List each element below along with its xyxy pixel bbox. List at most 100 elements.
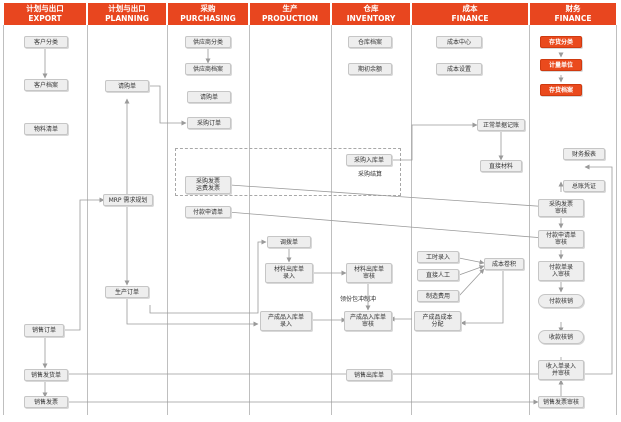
opening-balance-box[interactable]: 期初余额 xyxy=(348,63,392,75)
node-label: 计量单位 xyxy=(548,61,573,69)
node-label: 采购发票 运费发票 xyxy=(195,178,220,192)
node-label: 总账凭证 xyxy=(571,182,596,190)
node-label: 付款申请单 审核 xyxy=(545,232,576,246)
lane-divider xyxy=(249,25,250,415)
sales-outbound-box[interactable]: 销售出库单 xyxy=(346,369,392,381)
material-list-box[interactable]: 物料清单 xyxy=(24,123,68,135)
node-label: 请购单 xyxy=(117,82,136,90)
work-hours-box[interactable]: 工时录入 xyxy=(417,251,459,263)
lane-header-inventory: 仓库 INVENTORY xyxy=(332,3,410,25)
purchase-order-box[interactable]: 采购订单 xyxy=(187,117,231,129)
mrp-box[interactable]: MRP 需求规划 xyxy=(103,194,153,206)
node-label: 生产订单 xyxy=(114,288,139,296)
payment-verification-box[interactable]: 付款核销 xyxy=(538,294,584,308)
purchase-inbound-box[interactable]: 采购入库单 xyxy=(346,154,392,166)
node-label: 正常单据记账 xyxy=(482,121,519,129)
lane-title-cn: 采购 xyxy=(200,4,216,13)
node-label: 成本卷积 xyxy=(491,260,516,268)
payment-entry-audit-box[interactable]: 付款单录 入审核 xyxy=(538,261,584,281)
requisition-box[interactable]: 请购单 xyxy=(105,80,149,92)
purchase-invoice-box[interactable]: 采购发票 运费发票 xyxy=(185,176,231,194)
sales-order-box[interactable]: 销售订单 xyxy=(24,324,64,337)
material-outbound-box[interactable]: 材料出库单 录入 xyxy=(265,263,313,283)
connector xyxy=(458,257,485,265)
production-order-box[interactable]: 生产订单 xyxy=(105,286,149,298)
cost-center-box[interactable]: 成本中心 xyxy=(436,36,482,48)
material-outbound-audit-box[interactable]: 材料出库单 审核 xyxy=(346,263,392,283)
node-label: 直接人工 xyxy=(425,271,450,279)
sales-invoice-audit-box[interactable]: 销售发票审核 xyxy=(538,396,584,408)
node-label: 付款单录 入审核 xyxy=(548,264,573,278)
node-label: 付款核销 xyxy=(548,297,573,305)
sales-invoice-box[interactable]: 销售发票 xyxy=(24,396,68,408)
positive-voucher-box[interactable]: 正常单据记账 xyxy=(477,119,525,131)
product-inbound-box[interactable]: 产成品入库单 录入 xyxy=(260,311,312,331)
direct-material-box[interactable]: 直接材料 xyxy=(480,160,522,172)
scrap-split-label: 领份包冲制冲 xyxy=(340,296,377,303)
lane-title-cn: 生产 xyxy=(282,4,298,13)
lane-title-cn: 成本 xyxy=(462,4,478,13)
node-label: 供应商分类 xyxy=(192,38,223,46)
node-label: 制造费用 xyxy=(425,292,450,300)
node-label: 销售订单 xyxy=(31,327,56,334)
node-label: 仓库档案 xyxy=(357,38,382,46)
supplier-file-box[interactable]: 供应商档案 xyxy=(185,63,231,75)
node-label: 供应商档案 xyxy=(192,65,223,73)
sales-delivery-box[interactable]: 销售发货单 xyxy=(24,369,68,381)
node-label: 客户档案 xyxy=(33,81,58,89)
general-voucher-box[interactable]: 总账凭证 xyxy=(563,180,605,192)
lane-title-en: PLANNING xyxy=(105,14,149,23)
node-label: 材料出库单 审核 xyxy=(353,266,384,280)
manufacturing-cost-box[interactable]: 制造费用 xyxy=(417,290,459,302)
lane-title-cn: 计划与出口 xyxy=(108,4,146,13)
node-label: 收入单录入 并审核 xyxy=(545,363,576,377)
node-label: 销售出库单 xyxy=(353,371,384,379)
connector xyxy=(147,85,187,126)
lane-title-en: FINANCE xyxy=(451,14,489,23)
node-label: 产成品入库单 录入 xyxy=(267,314,304,328)
node-label: 调拨单 xyxy=(279,238,298,246)
customer-file-box[interactable]: 客户档案 xyxy=(24,79,68,91)
connector xyxy=(149,239,267,314)
direct-labor-box[interactable]: 直接人工 xyxy=(417,269,459,281)
lane-header-finance: 成本 FINANCE xyxy=(412,3,528,25)
node-label: 付款申请单 xyxy=(192,208,223,216)
purchase-request-box[interactable]: 请购单 xyxy=(187,91,231,103)
node-label: 财务报表 xyxy=(571,150,596,158)
receipt-entry-audit-box[interactable]: 收入单录入 并审核 xyxy=(538,360,584,380)
node-label: 成本中心 xyxy=(446,38,471,46)
product-inbound-audit-box[interactable]: 产成品入库单 审核 xyxy=(344,311,392,331)
connector xyxy=(62,164,613,375)
supplier-category-box[interactable]: 供应商分类 xyxy=(185,36,231,48)
lane-divider xyxy=(616,25,617,415)
lane-divider xyxy=(331,25,332,415)
payment-request-audit-box[interactable]: 付款申请单 审核 xyxy=(538,230,584,248)
node-label: 客户分类 xyxy=(33,38,58,46)
customer-category-box[interactable]: 客户分类 xyxy=(24,36,68,48)
product-cost-allocation-box[interactable]: 产成品成本 分配 xyxy=(414,311,461,331)
cost-settings-box[interactable]: 成本设置 xyxy=(436,63,482,75)
lane-title-cn: 财务 xyxy=(565,4,581,13)
lane-title-en: FINANCE xyxy=(554,14,592,23)
cost-accumulation-box[interactable]: 成本卷积 xyxy=(484,258,524,270)
node-label: 材料出库单 录入 xyxy=(273,266,304,280)
financial-report-box[interactable]: 财务报表 xyxy=(563,148,605,160)
lane-title-en: INVENTORY xyxy=(346,14,396,23)
inventory-file-box[interactable]: 存货档案 xyxy=(540,84,582,96)
lane-divider xyxy=(167,25,168,415)
measurement-unit-box[interactable]: 计量单位 xyxy=(540,59,582,71)
payment-request-box[interactable]: 付款申请单 xyxy=(185,206,231,218)
node-label: 产成品入库单 审核 xyxy=(349,314,386,328)
node-label: 采购发票 审核 xyxy=(548,201,573,215)
node-label: 销售发票审核 xyxy=(542,398,579,406)
transfer-order-box[interactable]: 调拨单 xyxy=(267,236,311,248)
lane-title-en: EXPORT xyxy=(28,14,62,23)
node-label: 工时录入 xyxy=(425,253,450,261)
node-label: 物料清单 xyxy=(33,125,58,133)
warehouse-file-box[interactable]: 仓库档案 xyxy=(348,36,392,48)
receipt-verification-box[interactable]: 收款核销 xyxy=(538,330,584,344)
inventory-category-box[interactable]: 存货分类 xyxy=(540,36,582,48)
purchase-invoice-audit-box[interactable]: 采购发票 审核 xyxy=(538,199,584,217)
node-label: 存货分类 xyxy=(548,38,573,46)
lane-title-en: PURCHASING xyxy=(180,14,236,23)
